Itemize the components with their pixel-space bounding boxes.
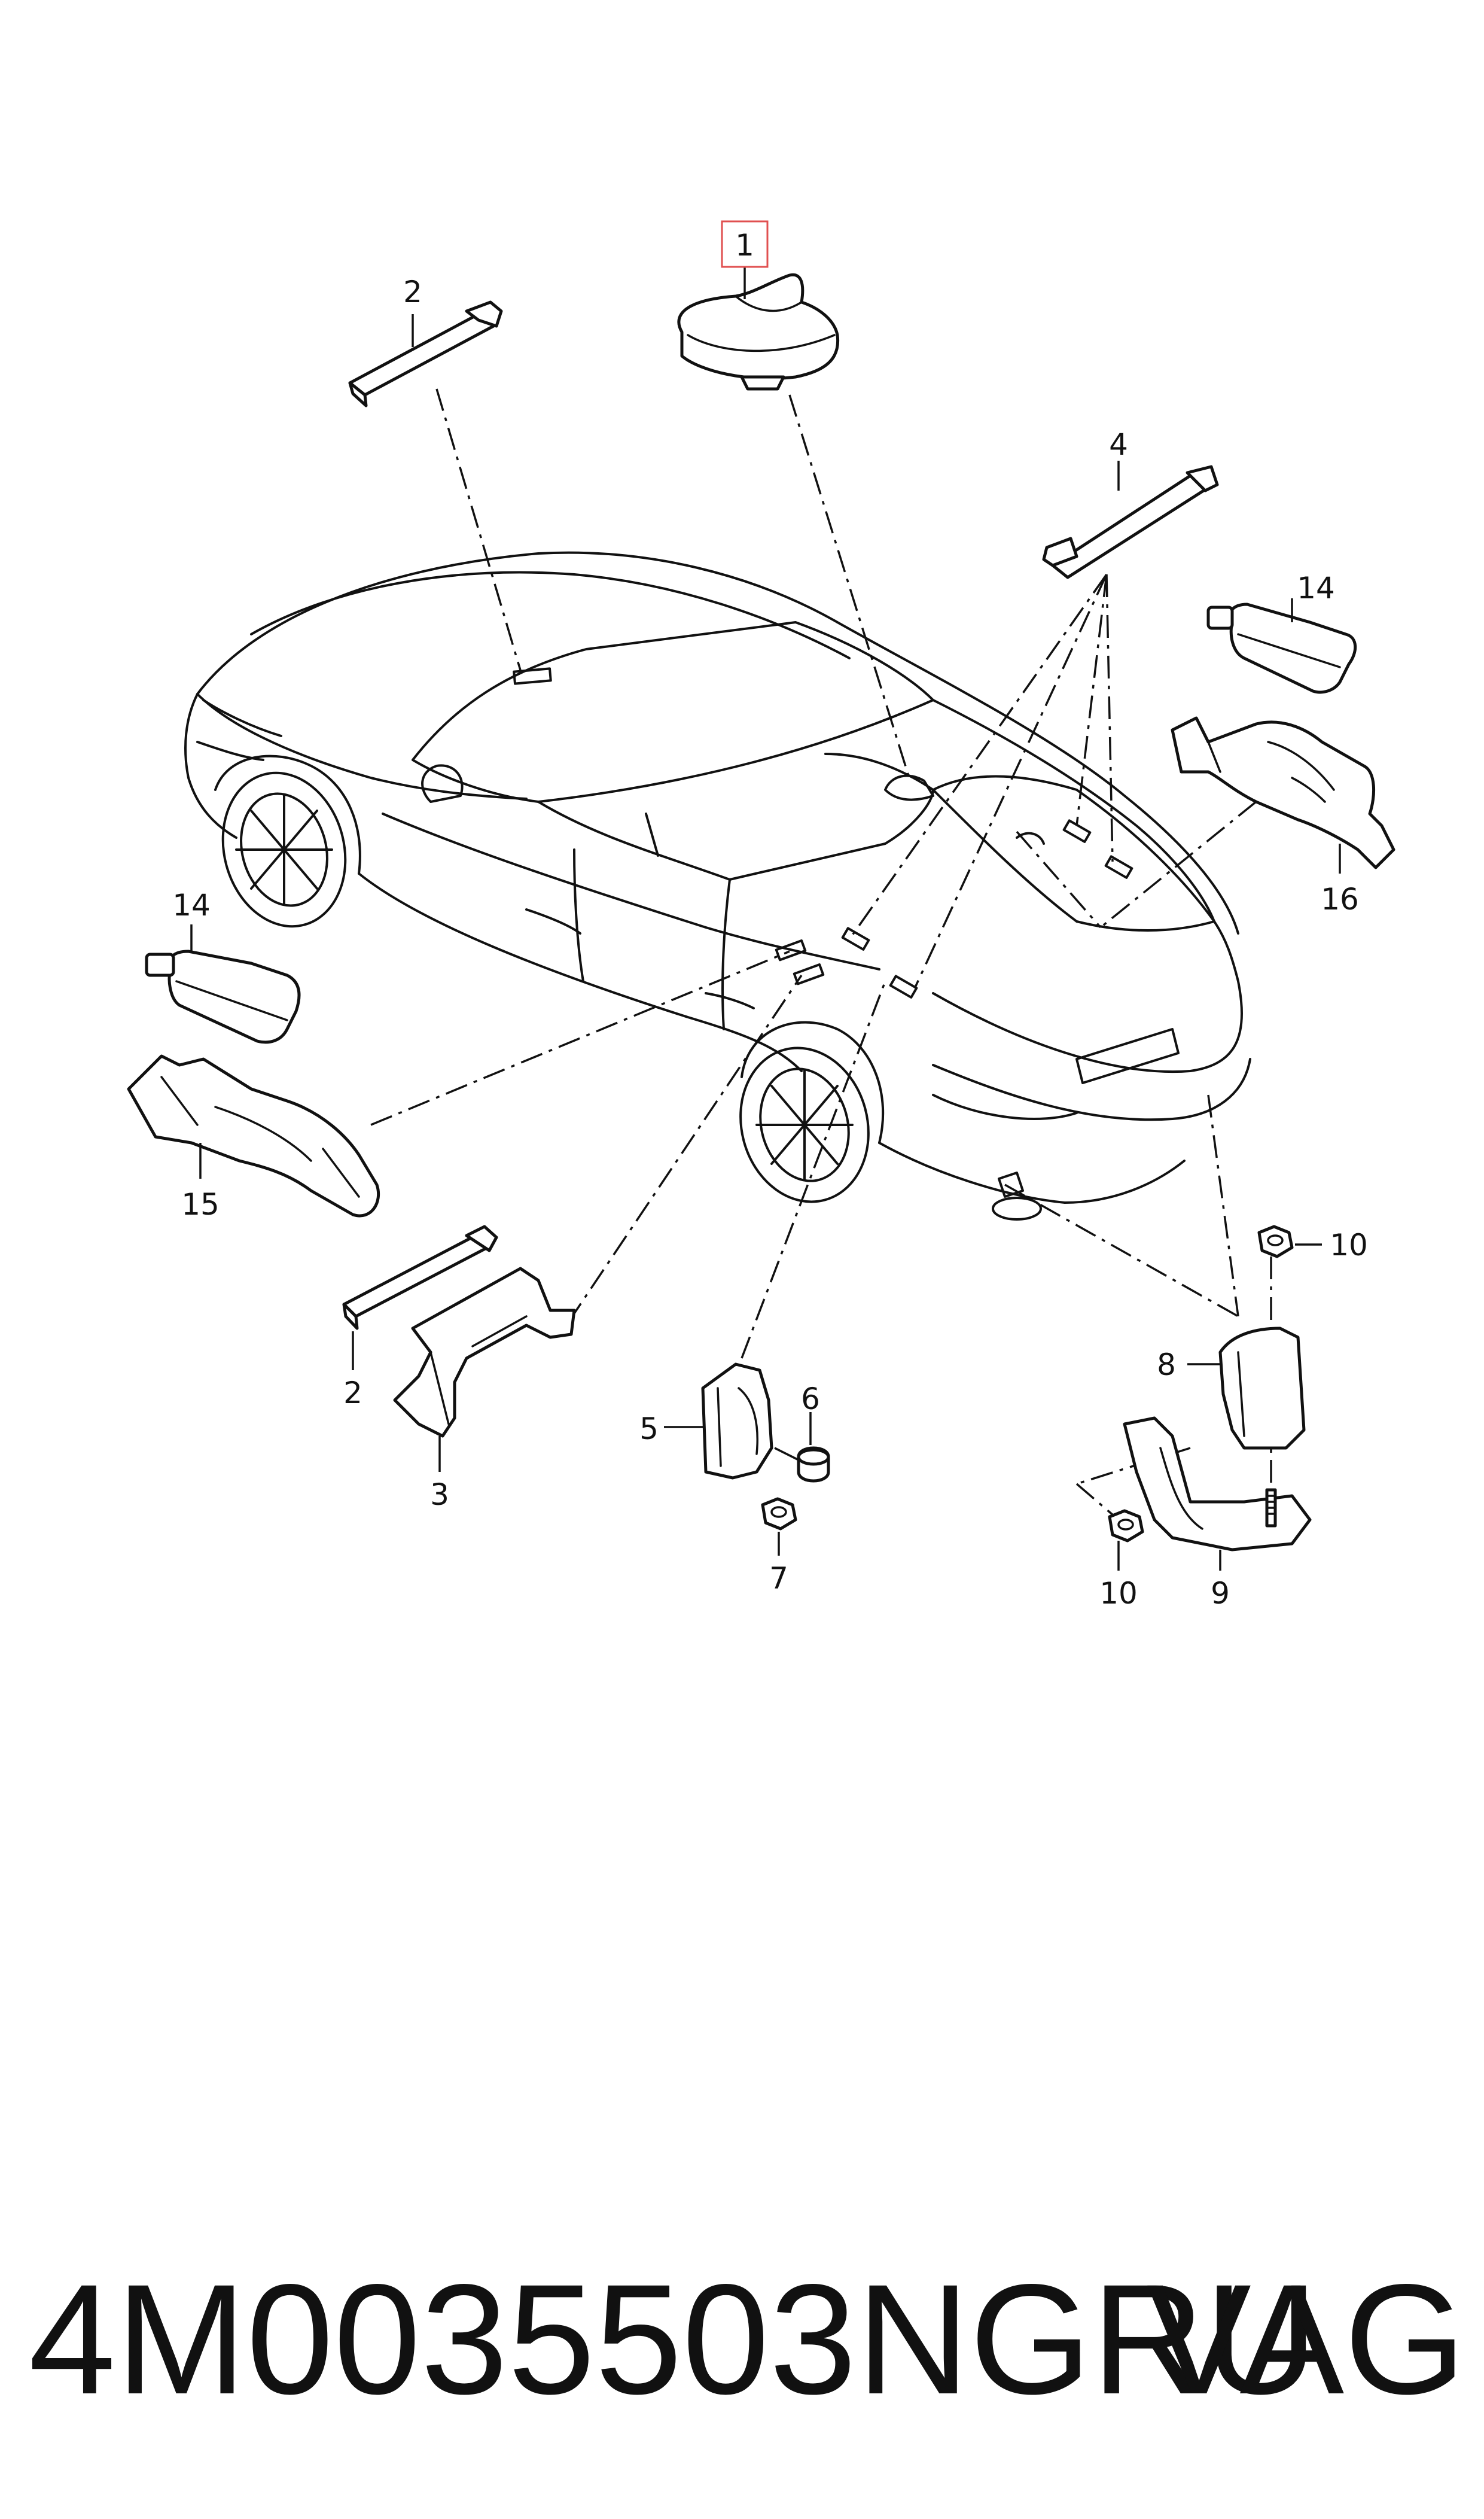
- nut-part-10-top: [1257, 1225, 1322, 1258]
- control-module-left: [145, 924, 301, 1044]
- callout-1: 1: [735, 228, 754, 263]
- footer: 4M0035503NGRU VAG: [0, 2250, 1484, 2441]
- roof-antenna-part: [677, 266, 840, 391]
- callout-2-bottom: 2: [343, 1376, 362, 1410]
- callout-16: 16: [1321, 882, 1359, 917]
- callout-5: 5: [639, 1411, 659, 1446]
- callout-14-right: 14: [1297, 571, 1335, 606]
- callout-10-bottom: 10: [1099, 1576, 1138, 1611]
- callout-15: 15: [181, 1187, 220, 1222]
- antenna-amplifier-bottom: [342, 1225, 498, 1370]
- callout-14-left: 14: [172, 888, 211, 923]
- bracket-part-8: [1187, 1327, 1306, 1450]
- callout-3: 3: [430, 1477, 449, 1512]
- nut-part-10-bottom: [1108, 1509, 1144, 1571]
- bracket-left: [127, 1054, 380, 1218]
- callout-4: 4: [1109, 427, 1128, 462]
- antenna-amplifier-right: [1042, 461, 1219, 579]
- bracket-part-9: [1123, 1416, 1312, 1571]
- callout-7: 7: [769, 1561, 788, 1596]
- bracket-bottom-left: [393, 1267, 576, 1472]
- callout-6: 6: [801, 1382, 820, 1416]
- stud-part-6: [774, 1412, 830, 1483]
- parts-diagram: 1 2 4 14 16 14 15 2 3 5 6 7 10 8 9 10: [127, 220, 1395, 1611]
- callout-9: 9: [1211, 1576, 1230, 1611]
- part-number: 4M0035503NGRU: [29, 2252, 1318, 2427]
- callout-8: 8: [1157, 1347, 1176, 1382]
- nut-part-7: [761, 1497, 797, 1556]
- control-module-right: [1206, 598, 1357, 694]
- callout-1-highlight-box: [721, 220, 769, 268]
- bracket-part-5: [664, 1362, 773, 1480]
- car-outline: [184, 551, 1251, 1221]
- brand-label: VAG: [1147, 2252, 1466, 2427]
- leader-lines: [370, 388, 1272, 1521]
- callout-10-top: 10: [1330, 1228, 1368, 1262]
- callout-2-top: 2: [403, 275, 422, 309]
- antenna-amplifier-top: [348, 300, 503, 407]
- bracket-right: [1171, 716, 1395, 874]
